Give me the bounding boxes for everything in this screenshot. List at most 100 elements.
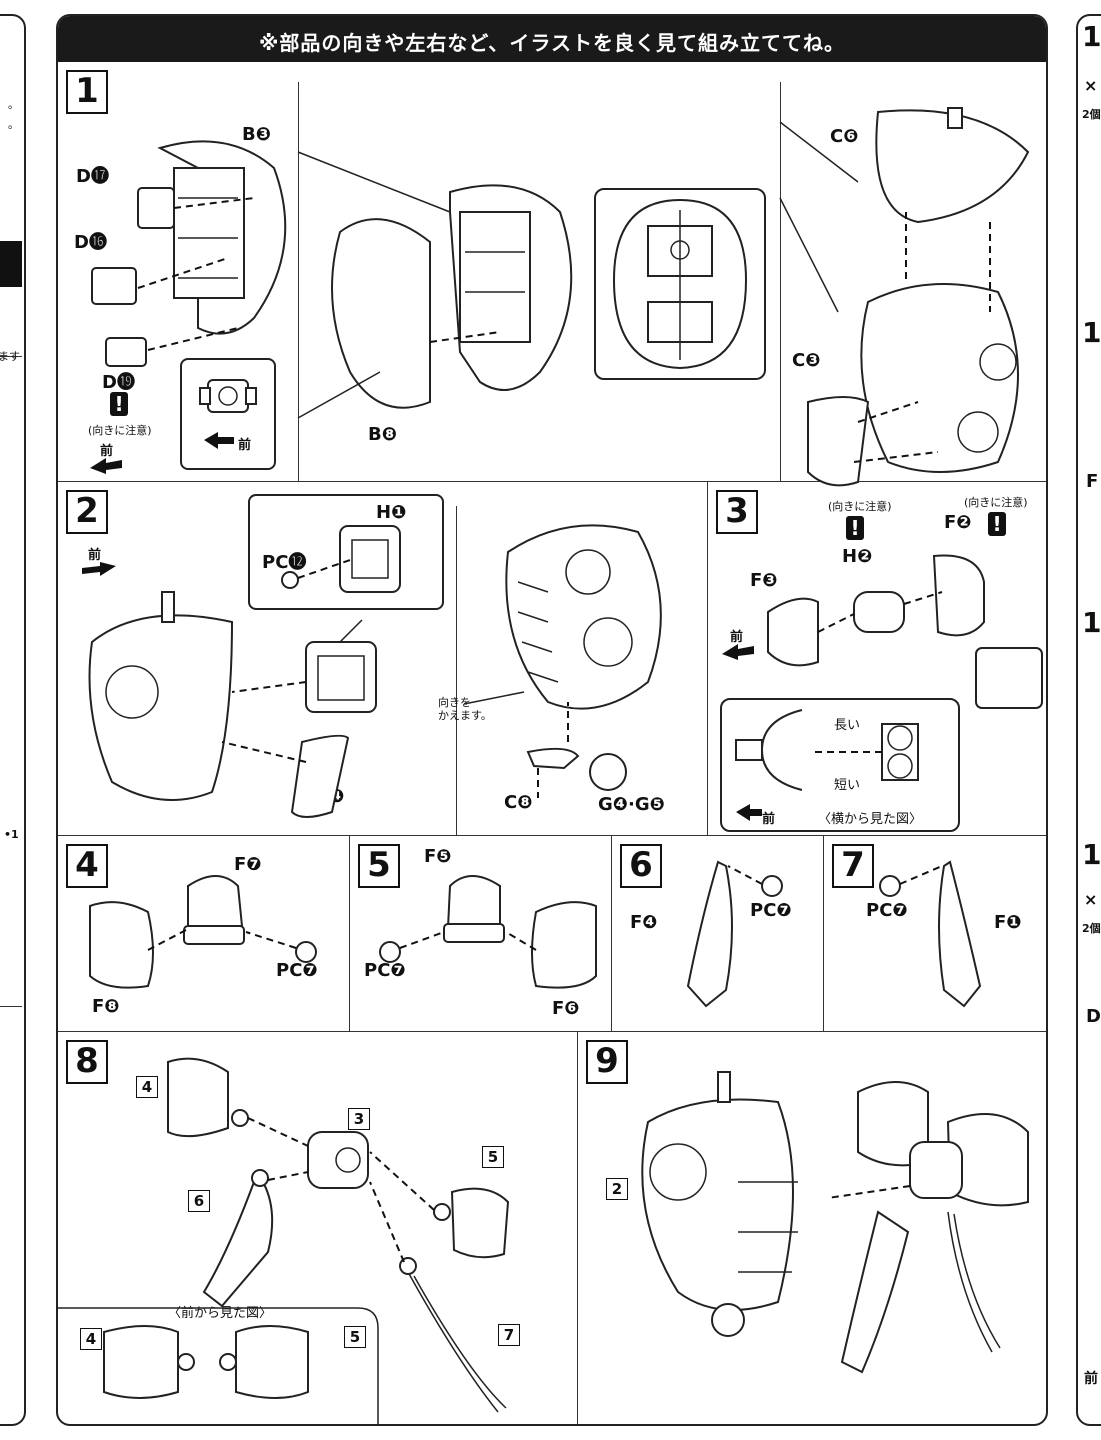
part-label: B❸: [242, 124, 271, 145]
right-step-fragment: 1: [1082, 316, 1101, 349]
part-drawing: [58, 1057, 510, 1424]
step-reference: 7: [498, 1324, 520, 1346]
step-9-panel: 9 2: [578, 1032, 1046, 1424]
front-label: 前: [100, 444, 114, 459]
step-3-panel: 3 (向きに注意) ! H❷ (向きに注意) F❷ ! F❸ 前 長い 短い 〈…: [708, 482, 1046, 836]
part-label: F❷: [944, 512, 972, 533]
step-6-panel: 6 F❹ PC❼: [612, 836, 824, 1032]
front-arrow-icon: [90, 458, 122, 474]
step-4-panel: 4 F❼ PC❼ F❽: [58, 836, 350, 1032]
step-number: 4: [66, 844, 108, 888]
part-drawing: [199, 379, 257, 449]
left-black-tab: [0, 241, 22, 287]
part-drawing: [686, 860, 783, 1008]
banner: ※部品の向きや左右など、イラストを良く見て組み立ててね。: [58, 16, 1046, 62]
step-1-panel: 1 B❸ D⓱ D⓰ D⓳ ! (向きに注意) 前 B❽ C❻ C❸ 前: [58, 62, 1046, 487]
part-label: PC⓬: [262, 552, 307, 573]
divider: [780, 82, 781, 482]
left-fragment: 。: [8, 118, 19, 131]
front-label: 前: [238, 438, 252, 453]
right-step-fragment: 1: [1082, 20, 1101, 53]
step-7-panel: 7 PC❼ F❶: [824, 836, 1046, 1032]
front-arrow-icon: [722, 644, 754, 660]
part-label: H❶: [376, 502, 407, 523]
part-label: D⓰: [74, 232, 107, 253]
caution-note: (向きに注意): [88, 424, 152, 437]
front-label: 前: [730, 630, 744, 645]
step-reference: 4: [80, 1328, 102, 1350]
part-label: G❹·G❺: [598, 794, 665, 815]
step-number: 3: [716, 490, 758, 534]
part-drawing: [463, 524, 662, 798]
part-label: PC❼: [750, 900, 792, 921]
front-label: 前: [762, 812, 776, 827]
part-label: B❽: [368, 424, 397, 445]
step-number: 2: [66, 490, 108, 534]
left-fragment: •1: [4, 828, 19, 841]
part-label: F❽: [92, 996, 120, 1017]
step-number: 7: [832, 844, 874, 888]
step-reference: 5: [482, 1146, 504, 1168]
part-drawing: [88, 591, 377, 818]
step-reference: 2: [606, 1178, 628, 1200]
exclamation-warning-icon: !: [988, 512, 1006, 536]
part-drawing: [379, 875, 597, 989]
inset-detail: [594, 188, 766, 380]
part-drawing: [297, 151, 573, 419]
part-label: F❻: [552, 998, 580, 1019]
part-drawing: [89, 875, 317, 989]
step-reference: 3: [348, 1108, 370, 1130]
part-drawing: [91, 140, 287, 367]
right-step-fragment: 1: [1082, 606, 1101, 639]
instruction-page: ※部品の向きや左右など、イラストを良く見て組み立ててね。 1 B❸ D⓱ D⓰ …: [56, 14, 1048, 1426]
part-drawing: [779, 107, 1030, 487]
part-label: F❸: [750, 570, 778, 591]
step-number: 5: [358, 844, 400, 888]
part-drawing: [281, 525, 401, 593]
part-label: D⓳: [102, 372, 135, 393]
inset-detail: 長い 短い 〈横から見た図〉 前: [720, 698, 960, 832]
part-label: F❺: [424, 846, 452, 867]
step-8-panel: 8 4 3 6 5 4 5 7 〈前から見た図〉: [58, 1032, 578, 1424]
part-drawing: [612, 198, 748, 370]
right-fragment: ×: [1084, 890, 1098, 909]
part-drawing: [735, 709, 919, 821]
right-fragment: 前: [1084, 1371, 1098, 1387]
inset-detail: 前: [180, 358, 276, 470]
step-number: 6: [620, 844, 662, 888]
divider: [298, 82, 299, 482]
left-fragment: 。: [8, 98, 19, 111]
step-2-panel: 2 前 H❶ PC⓬ C❹ 向きを かえます。 C❽ G❹·G❺: [58, 482, 708, 836]
inset-caption: 〈前から見た図〉: [168, 1306, 273, 1321]
part-label: H❷: [842, 546, 873, 567]
left-page-edge: 。 。 ます •1: [0, 14, 26, 1426]
left-divider: [0, 1006, 22, 1007]
right-step-fragment: 1: [1082, 838, 1101, 871]
divider: [456, 506, 457, 836]
right-page-edge: 1 × 2個 1 F 1 1 × 2個 D 前: [1076, 14, 1101, 1426]
exclamation-warning-icon: !: [110, 392, 128, 416]
left-divider: [0, 356, 22, 357]
right-fragment: F: [1086, 471, 1099, 492]
step-reference: 5: [344, 1326, 366, 1348]
part-label: D⓱: [76, 166, 109, 187]
front-label: 前: [88, 548, 102, 563]
front-arrow-icon: [82, 562, 116, 576]
long-label: 長い: [834, 718, 861, 733]
step-number: 9: [586, 1040, 628, 1084]
step-number: 8: [66, 1040, 108, 1084]
part-label: PC❼: [364, 960, 406, 981]
rotate-note: 向きを かえます。: [438, 696, 492, 722]
part-label: C❸: [792, 350, 821, 371]
inset-detail: H❶ PC⓬: [248, 494, 444, 610]
caution-note: (向きに注意): [828, 500, 892, 513]
step-reference: 6: [188, 1190, 210, 1212]
part-label: F❶: [994, 912, 1022, 933]
left-fragment: ます: [0, 350, 20, 363]
step-5-panel: 5 F❺ PC❼ F❻: [350, 836, 612, 1032]
part-drawing: [879, 860, 982, 1008]
part-label: PC❼: [276, 960, 318, 981]
exclamation-warning-icon: !: [846, 516, 864, 540]
caution-note: (向きに注意): [964, 496, 1028, 509]
part-label: C❽: [504, 792, 533, 813]
